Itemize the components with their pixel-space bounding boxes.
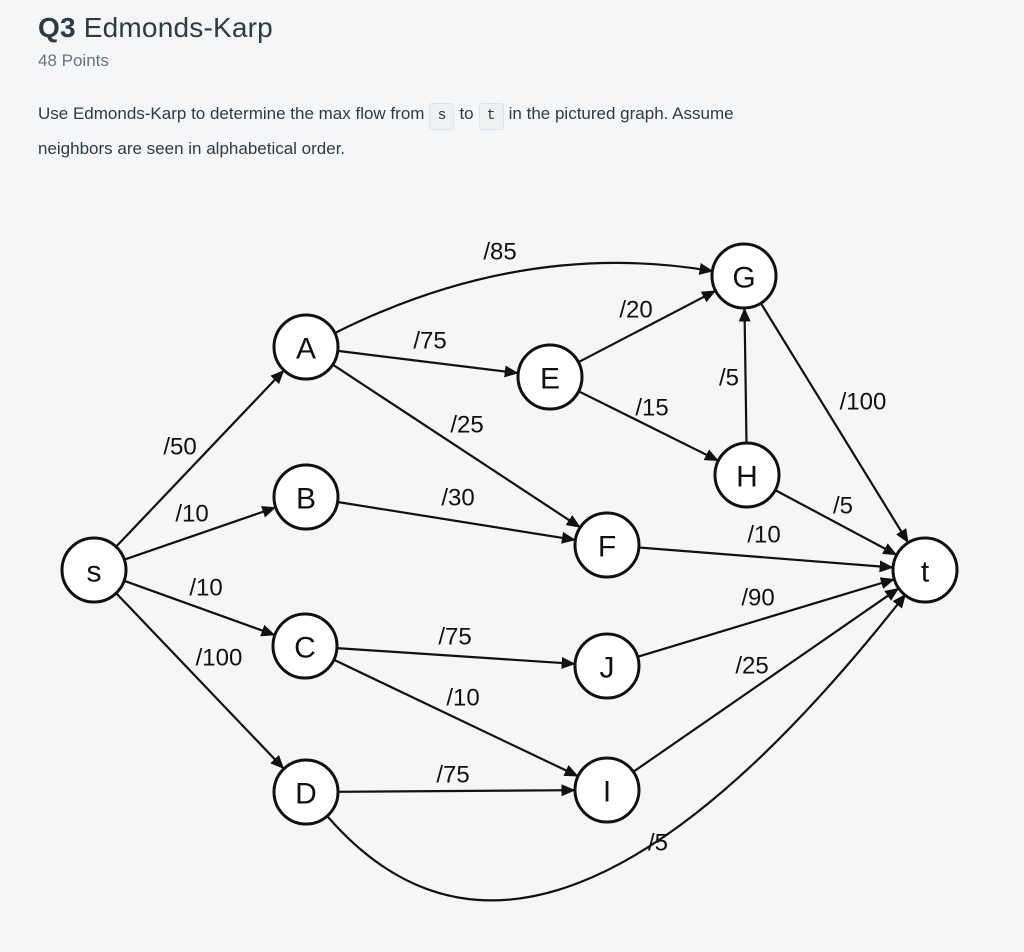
capacity-label-C-J: /75 xyxy=(438,624,471,651)
node-C xyxy=(271,612,339,680)
question-title-text: Edmonds-Karp xyxy=(83,12,273,43)
capacity-label-H-t: /5 xyxy=(833,493,853,520)
edge-B-F xyxy=(337,500,576,544)
edge-C-J xyxy=(336,647,576,669)
edge-s-D xyxy=(115,592,285,770)
node-label-B: B xyxy=(296,483,316,516)
capacity-label-s-D: /100 xyxy=(196,645,243,672)
question-title: Q3 Edmonds-Karp xyxy=(38,12,273,44)
edge-s-C xyxy=(123,579,276,637)
capacity-label-s-B: /10 xyxy=(175,501,208,528)
node-label-H: H xyxy=(736,461,758,494)
edge-D-t xyxy=(327,593,906,902)
node-label-A: A xyxy=(296,333,316,366)
capacity-label-s-A: /50 xyxy=(163,434,196,461)
node-F xyxy=(573,511,641,579)
node-label-F: F xyxy=(598,531,616,564)
edge-H-t xyxy=(774,489,898,556)
node-E xyxy=(516,343,584,411)
capacity-label-E-H: /15 xyxy=(635,395,668,422)
edge-D-I xyxy=(337,784,576,797)
capacity-label-D-t: /5 xyxy=(648,830,668,857)
node-G xyxy=(710,242,778,310)
node-label-G: G xyxy=(732,262,755,295)
edge-C-I xyxy=(333,658,579,777)
capacity-label-D-I: /75 xyxy=(436,762,469,789)
capacity-label-F-t: /10 xyxy=(747,522,780,549)
edge-A-G xyxy=(334,261,714,334)
node-label-C: C xyxy=(294,632,316,665)
node-label-t: t xyxy=(921,556,930,589)
edge-A-E xyxy=(337,349,519,378)
node-H xyxy=(713,441,781,509)
edge-I-t xyxy=(632,587,900,773)
node-J xyxy=(573,632,641,700)
edge-A-F xyxy=(332,363,581,528)
node-s xyxy=(60,536,128,604)
node-label-J: J xyxy=(600,652,615,685)
capacity-label-s-C: /10 xyxy=(189,575,222,602)
capacity-label-B-F: /30 xyxy=(441,485,474,512)
node-t xyxy=(891,536,959,604)
capacity-label-E-G: /20 xyxy=(619,297,652,324)
node-label-I: I xyxy=(603,776,611,809)
node-label-D: D xyxy=(295,778,317,811)
edge-E-G xyxy=(577,290,717,364)
question-header: Q3 Edmonds-Karp 48 Points xyxy=(38,12,273,71)
edge-G-t xyxy=(759,302,909,544)
question-text-part1: Use Edmonds-Karp to determine the max fl… xyxy=(38,104,425,123)
capacity-label-C-I: /10 xyxy=(446,685,479,712)
capacity-label-I-t: /25 xyxy=(735,653,768,680)
capacity-label-A-G: /85 xyxy=(483,239,516,266)
capacity-label-A-F: /25 xyxy=(450,412,483,439)
question-text: Use Edmonds-Karp to determine the max fl… xyxy=(38,96,958,166)
edge-E-H xyxy=(578,390,719,462)
points-label: 48 Points xyxy=(38,51,109,70)
sink-node-chip: t xyxy=(478,103,504,130)
node-A xyxy=(272,313,340,381)
question-text-part3: in the pictured graph. Assume xyxy=(508,104,734,123)
node-label-s: s xyxy=(87,556,102,589)
question-text-part2: to xyxy=(459,104,474,123)
capacity-label-A-E: /75 xyxy=(413,328,446,355)
capacity-label-G-t: /100 xyxy=(840,389,887,416)
capacity-label-H-G: /5 xyxy=(719,365,739,392)
edge-H-G xyxy=(738,307,751,444)
question-number: Q3 xyxy=(38,12,76,43)
node-D xyxy=(272,758,340,826)
capacity-label-J-t: /90 xyxy=(741,585,774,612)
edge-J-t xyxy=(637,577,895,658)
question-text-line2: neighbors are seen in alphabetical order… xyxy=(38,139,346,158)
node-label-E: E xyxy=(540,363,560,396)
node-B xyxy=(272,463,340,531)
source-node-chip: s xyxy=(429,103,455,130)
node-I xyxy=(573,756,641,824)
edge-s-A xyxy=(115,369,285,548)
edge-F-t xyxy=(638,546,894,573)
edge-s-B xyxy=(123,506,277,561)
